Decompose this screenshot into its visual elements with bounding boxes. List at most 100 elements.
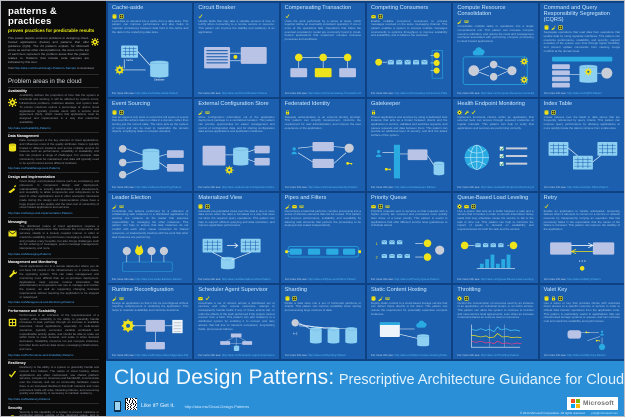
pattern-link[interactable]: http://aka.ms/Compute-Resource-Consolida… bbox=[480, 91, 534, 95]
pattern-diagram bbox=[285, 43, 361, 90]
pattern-description: Delegate authentication to an external i… bbox=[284, 114, 361, 130]
pattern-diagram bbox=[371, 317, 447, 352]
svg-text:Cache: Cache bbox=[126, 59, 134, 62]
pattern-link[interactable]: http://aka.ms/Sharding-Pattern bbox=[308, 353, 347, 357]
grid-icon bbox=[292, 295, 297, 301]
section-link[interactable]: http://aka.ms/Availability-Patterns bbox=[8, 125, 51, 130]
pattern-category-icons: GO bbox=[371, 203, 447, 209]
grid-icon bbox=[205, 203, 210, 209]
pattern-link[interactable]: http://aka.ms/External-Configuration-Sto… bbox=[221, 185, 275, 189]
pattern-diagram bbox=[284, 229, 361, 276]
pattern-link[interactable]: http://aka.ms/Static-Content-Hosting-Pat… bbox=[394, 353, 448, 357]
pattern-link[interactable]: http://aka.ms/Index-Table-Pattern bbox=[567, 185, 609, 189]
grid-icon bbox=[378, 203, 383, 209]
pattern-link[interactable]: http://aka.ms/Compensating-Transaction-P… bbox=[308, 91, 361, 95]
pattern-link[interactable]: http://aka.ms/Valet-Key-Pattern bbox=[567, 353, 606, 357]
pattern-link[interactable]: http://aka.ms/Event-Sourcing-Pattern bbox=[135, 185, 182, 189]
go-icon: GO bbox=[385, 296, 390, 300]
svg-text:Database: Database bbox=[154, 79, 165, 82]
contact-link[interactable]: pnp@microsoft.com bbox=[591, 411, 618, 415]
svg-text:GO: GO bbox=[206, 112, 210, 114]
pattern-link-row: For more info see: http://aka.ms/Circuit… bbox=[198, 91, 268, 95]
pattern-link[interactable]: http://aka.ms/Circuit-Breaker-Pattern bbox=[221, 91, 268, 95]
go-icon: GO bbox=[205, 110, 211, 114]
pencil-icon bbox=[550, 25, 556, 31]
pattern-description: Protect applications and services by usi… bbox=[371, 114, 448, 138]
pattern-diagram bbox=[457, 321, 533, 352]
section-link[interactable]: http://aka.ms/Management-and-Monitoring-… bbox=[8, 300, 75, 305]
database-icon bbox=[544, 109, 549, 115]
pattern-link-row: For more info see: http://aka.ms/Leader-… bbox=[112, 277, 182, 281]
pattern-description: Handle faults that may take a variable a… bbox=[198, 18, 275, 34]
pattern-category-icons: GO bbox=[457, 19, 533, 25]
pattern-link[interactable]: http://aka.ms/Federated-Identity-Pattern bbox=[308, 185, 358, 189]
lock-icon bbox=[371, 109, 376, 114]
pencil-icon bbox=[457, 19, 462, 25]
pattern-link-row: For more info see: http://aka.ms/Federat… bbox=[284, 185, 358, 189]
pattern-tile-command-and-query-responsibility-segregation-cqrs: Command and Query Responsibility Segrega… bbox=[539, 3, 624, 97]
pattern-description: Use a queue that acts as a buffer betwee… bbox=[457, 208, 534, 232]
pattern-title: Throttling bbox=[457, 287, 481, 293]
pencil-icon bbox=[378, 296, 383, 301]
pattern-link[interactable]: http://aka.ms/Retry-Pattern bbox=[567, 277, 601, 281]
mail-icon bbox=[291, 204, 297, 208]
pattern-diagram bbox=[198, 229, 274, 276]
pattern-category-icons bbox=[112, 109, 188, 115]
pattern-title: Scheduler Agent Supervisor bbox=[198, 287, 268, 293]
section-link[interactable]: http://aka.ms/Messaging-Patterns bbox=[8, 251, 52, 256]
pattern-category-icons: GO bbox=[112, 204, 188, 209]
pattern-link[interactable]: http://aka.ms/Priority-Queue-Pattern bbox=[394, 277, 440, 281]
pattern-title: Command and Query Responsibility Segrega… bbox=[543, 5, 610, 23]
pattern-diagram bbox=[371, 39, 447, 90]
pattern-link-row: For more info see: http://aka.ms/Static-… bbox=[371, 353, 447, 357]
section-link[interactable]: http://aka.ms/Design-and-Implementation-… bbox=[8, 211, 73, 216]
pattern-link[interactable]: http://aka.ms/Throttling-Pattern bbox=[480, 353, 520, 357]
check-icon bbox=[198, 13, 203, 18]
pattern-link[interactable]: http://aka.ms/Cache-Aside-Pattern bbox=[135, 91, 179, 95]
sidebar-title: patterns & practices bbox=[8, 6, 57, 27]
section-heading: Data Management bbox=[8, 134, 39, 139]
svg-text:GO: GO bbox=[386, 298, 390, 300]
pattern-link-row: For more info see: http://aka.ms/Shardin… bbox=[284, 353, 347, 357]
pattern-link[interactable]: http://aka.ms/Leader-Election-Pattern bbox=[135, 277, 182, 281]
section-link[interactable]: http://aka.ms/Resiliency-Patterns bbox=[8, 397, 51, 402]
section-link[interactable]: http://aka.ms/Performance-and-Scalabilit… bbox=[8, 352, 74, 357]
pattern-link[interactable]: http://aka.ms/Health-Endpoint-Monitoring… bbox=[480, 185, 534, 189]
pattern-link[interactable]: http://aka.ms/Queue-Based-Load-Leveling-… bbox=[480, 277, 534, 281]
pattern-diagram bbox=[198, 332, 274, 352]
svg-text:GO: GO bbox=[465, 22, 469, 24]
pattern-link[interactable]: http://aka.ms/Gatekeeper-Pattern bbox=[394, 185, 436, 189]
pattern-link[interactable]: http://aka.ms/CQRS-Pattern bbox=[567, 91, 602, 95]
pattern-title: Runtime Reconfiguration bbox=[112, 287, 174, 293]
pattern-category-icons: GO bbox=[284, 204, 361, 209]
pattern-link[interactable]: http://aka.ms/Scheduler-Agent-Supervisor… bbox=[221, 353, 275, 357]
problem-areas-heading: Problem areas in the cloud bbox=[8, 73, 99, 85]
section-link[interactable]: http://aka.ms/DataManagement-Patterns bbox=[8, 166, 61, 171]
section-heading: Messaging bbox=[8, 219, 27, 224]
pattern-category-icons bbox=[285, 13, 361, 19]
section-heading: Management and Monitoring bbox=[8, 260, 57, 265]
pattern-link[interactable]: http://aka.ms/Competing-Consumers-Patter… bbox=[394, 91, 448, 95]
database-icon bbox=[112, 13, 117, 19]
poster-download-link[interactable]: http://aka.ms/Cloud-Design-Patterns bbox=[184, 403, 250, 409]
pattern-link[interactable]: http://aka.ms/Materialized-View-Pattern bbox=[221, 277, 271, 281]
guide-download-link[interactable]: http://aka.ms/Cloud-Design-Patterns-Samp… bbox=[14, 65, 77, 70]
pattern-link[interactable]: http://aka.ms/Runtime-Reconfiguration-Pa… bbox=[135, 353, 189, 357]
svg-text:GO: GO bbox=[120, 206, 124, 208]
pattern-diagram bbox=[198, 35, 274, 90]
section-text: Security is the capability of a system t… bbox=[19, 409, 100, 417]
pattern-diagram bbox=[198, 135, 274, 184]
pattern-link-row: For more info see: http://aka.ms/Cache-A… bbox=[112, 91, 179, 95]
pattern-link[interactable]: http://aka.ms/Pipes-and-Filters-Pattern bbox=[308, 277, 357, 281]
database-icon bbox=[285, 295, 290, 301]
microsoft-logo-icon bbox=[571, 399, 581, 408]
